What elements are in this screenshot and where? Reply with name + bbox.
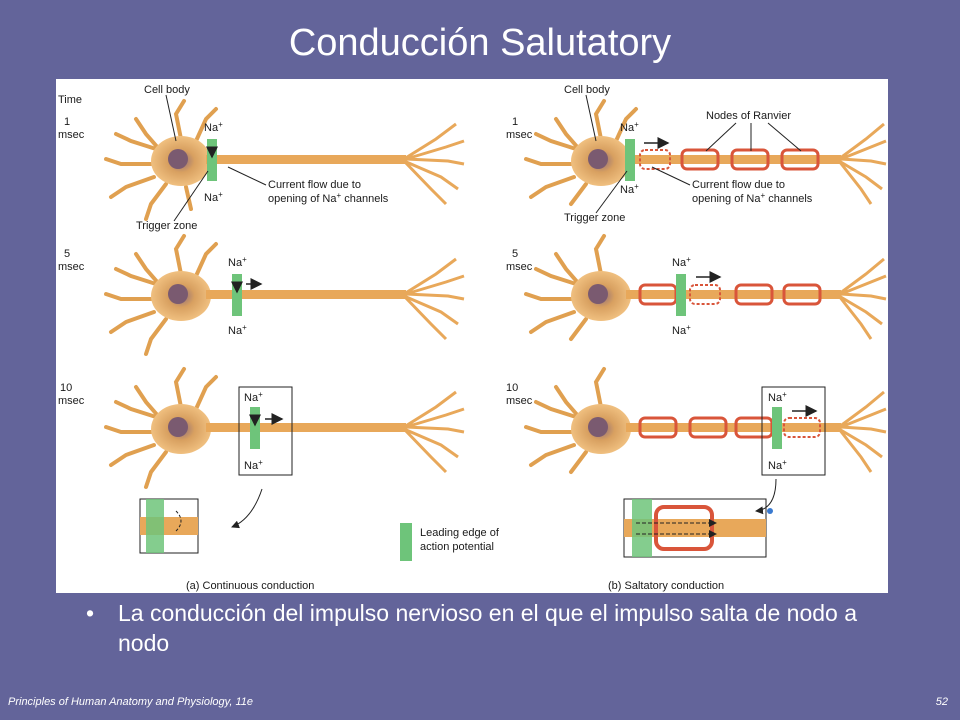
- cell-body-label-left: Cell body: [144, 84, 190, 96]
- row2-unit-left: msec: [58, 261, 85, 273]
- neuron-left-row3: [104, 367, 465, 489]
- na-label-l3-top: Na+: [244, 390, 263, 404]
- row3-num-right: 10: [506, 382, 518, 394]
- na-label-r2-bottom: Na+: [672, 323, 691, 337]
- na-label-l2-bottom: Na+: [228, 323, 247, 337]
- current-flow-label-right-1: Current flow due to: [692, 179, 785, 191]
- caption-continuous: (a) Continuous conduction: [186, 580, 314, 592]
- neuron-right-row3: [524, 367, 887, 476]
- row1-unit-left: msec: [58, 129, 85, 141]
- na-label-l1-top: Na+: [204, 120, 223, 134]
- row1-unit-right: msec: [506, 129, 533, 141]
- neuron-left-row1: [104, 99, 465, 221]
- current-flow-label-right-2: opening of Na+ channels: [692, 191, 813, 205]
- bullet-text: La conducción del impulso nervioso en el…: [118, 600, 858, 656]
- current-flow-label-left-1: Current flow due to: [268, 179, 361, 191]
- na-label-r1-top: Na+: [620, 120, 639, 134]
- cell-body-label-right: Cell body: [564, 84, 610, 96]
- current-flow-label-left-2: opening of Na+ channels: [268, 191, 389, 205]
- inset-saltatory: [623, 478, 777, 558]
- na-label-l2-top: Na+: [228, 255, 247, 269]
- neuron-right-row2: [524, 234, 887, 341]
- na-label-r3-top: Na+: [768, 390, 787, 404]
- na-label-l3-bottom: Na+: [244, 458, 263, 472]
- na-label-r2-top: Na+: [672, 255, 691, 269]
- neuron-right-row1: [524, 99, 887, 206]
- legend-swatch: [400, 523, 412, 561]
- legend-line2: action potential: [420, 541, 494, 553]
- footer-source: Principles of Human Anatomy and Physiolo…: [8, 696, 253, 708]
- row3-unit-right: msec: [506, 395, 533, 407]
- row2-num-left: 5: [64, 248, 70, 260]
- caption-saltatory: (b) Saltatory conduction: [608, 580, 724, 592]
- legend-line1: Leading edge of: [420, 527, 500, 539]
- trigger-zone-label-right: Trigger zone: [564, 212, 625, 224]
- inset-continuous: [139, 488, 263, 554]
- row2-unit-right: msec: [506, 261, 533, 273]
- row3-unit-left: msec: [58, 395, 85, 407]
- na-label-r1-bottom: Na+: [620, 182, 639, 196]
- nodes-of-ranvier-label: Nodes of Ranvier: [706, 110, 791, 122]
- row2-num-right: 5: [512, 248, 518, 260]
- na-label-r3-bottom: Na+: [768, 458, 787, 472]
- row3-num-left: 10: [60, 382, 72, 394]
- row1-num-right: 1: [512, 116, 518, 128]
- neuron-diagram: Time 1 msec 5 msec 10 msec: [58, 84, 887, 592]
- saltatory-conduction-figure: Time 1 msec 5 msec 10 msec: [56, 79, 888, 593]
- trigger-zone-label-left: Trigger zone: [136, 220, 197, 232]
- na-label-l1-bottom: Na+: [204, 190, 223, 204]
- time-label: Time: [58, 94, 82, 106]
- legend: Leading edge of action potential: [400, 523, 500, 561]
- row1-num-left: 1: [64, 116, 70, 128]
- neuron-left-row2: [104, 234, 465, 356]
- slide-title: Conducción Salutatory: [288, 22, 672, 64]
- page-number: 52: [935, 696, 948, 708]
- bullet-dot: •: [86, 600, 95, 626]
